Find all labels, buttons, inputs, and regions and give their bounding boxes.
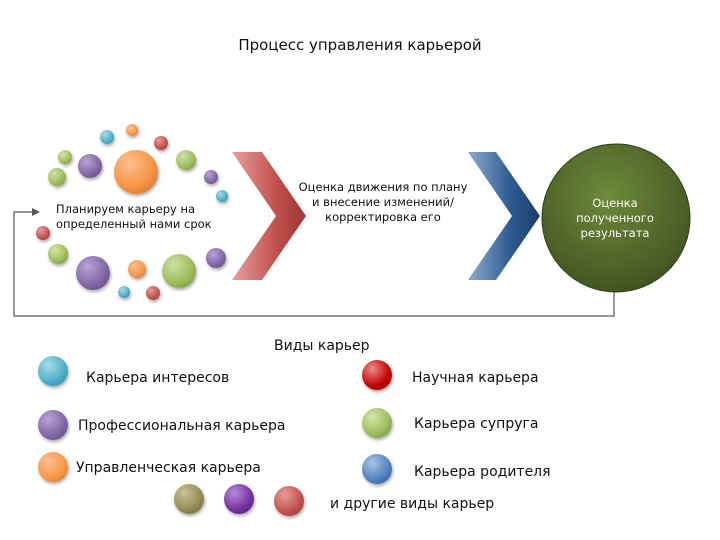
ball-teal-right <box>216 190 228 202</box>
legend-marker-scientific <box>362 360 392 390</box>
blue-chevron <box>468 152 540 280</box>
other-marker-olive <box>174 484 204 514</box>
legend-marker-spouse <box>362 408 392 438</box>
ball-red-bottom <box>146 286 160 300</box>
ball-purple-bottom-right <box>206 248 226 268</box>
red-chevron <box>232 152 306 280</box>
result-circle <box>541 143 691 293</box>
step-plan-text: Планируем карьеру на определенный нами с… <box>56 202 212 231</box>
ball-orange-top <box>126 124 138 136</box>
legend-label-professional: Профессиональная карьера <box>78 418 286 434</box>
ball-purple-right <box>204 170 218 184</box>
step-result-text: Оценка полученного результата <box>576 196 654 240</box>
ball-red-left <box>36 226 50 240</box>
step-evaluate-text: Оценка движения по плану и внесение изме… <box>298 180 468 224</box>
legend-label-interests: Карьера интересов <box>86 370 230 386</box>
legend-label-spouse: Карьера супруга <box>414 416 539 432</box>
ball-lime-top <box>58 150 72 164</box>
other-types-label: и другие виды карьер <box>330 496 495 512</box>
ball-teal-top <box>100 130 114 144</box>
page-title: Процесс управления карьерой <box>238 36 482 54</box>
legend-marker-managerial <box>38 452 68 482</box>
ball-orange-large <box>114 150 158 194</box>
ball-red-top <box>154 136 168 150</box>
ball-orange-bottom <box>128 260 146 278</box>
legend-marker-parent <box>362 454 392 484</box>
ball-purple-large <box>76 256 110 290</box>
other-marker-red <box>274 486 304 516</box>
legend-label-scientific: Научная карьера <box>412 370 539 386</box>
ball-green-right <box>176 150 196 170</box>
ball-green-large <box>162 254 196 288</box>
feedback-arrow-head <box>32 208 40 216</box>
career-types-heading: Виды карьер <box>274 338 370 354</box>
other-marker-purple <box>224 484 254 514</box>
ball-teal-bottom <box>118 286 130 298</box>
legend-marker-interests <box>38 356 68 386</box>
legend-label-managerial: Управленческая карьера <box>76 460 261 476</box>
legend-label-parent: Карьера родителя <box>414 464 551 480</box>
feedback-loop-line <box>13 211 615 317</box>
ball-green-left <box>48 168 66 186</box>
ball-purple-left <box>78 154 102 178</box>
legend-marker-professional <box>38 410 68 440</box>
ball-lime-left <box>48 244 68 264</box>
